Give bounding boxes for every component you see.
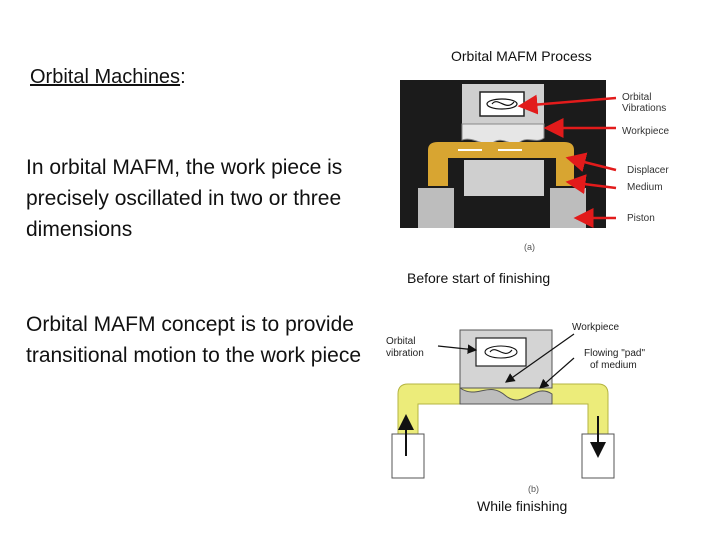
- figure-b-sublabel: (b): [528, 484, 539, 494]
- paragraph-orbital-oscillation: In orbital MAFM, the work piece is preci…: [26, 156, 343, 241]
- left-piston-b: [391, 433, 425, 479]
- label-orbital: Orbital: [622, 92, 651, 103]
- label-piston: Piston: [627, 213, 655, 224]
- paragraph-concept: Orbital MAFM concept is to provide trans…: [26, 313, 362, 367]
- medium-channel: [428, 142, 574, 186]
- displacer-block: [464, 160, 544, 196]
- right-piston: [550, 188, 586, 228]
- label-b-orbital: Orbital: [386, 336, 415, 347]
- label-vibrations: Vibrations: [622, 103, 666, 114]
- heading-colon: :: [180, 66, 186, 88]
- label-b-workpiece: Workpiece: [572, 322, 619, 333]
- workpiece-surface: [459, 387, 553, 405]
- label-medium: Medium: [627, 182, 663, 193]
- figure-b-diagram: Orbital vibration Workpiece Flowing "pad…: [386, 322, 645, 494]
- orbital-vibration-box-b: [475, 337, 527, 367]
- orbital-ellipse-icon: [486, 98, 518, 110]
- figure-a-title: Orbital MAFM Process: [451, 48, 592, 64]
- figure-a-caption: Before start of finishing: [407, 270, 551, 286]
- label-b-medium: of medium: [590, 360, 637, 371]
- pointer-workpiece: [505, 333, 575, 383]
- label-displacer: Displacer: [627, 165, 669, 176]
- arrow-medium: [565, 174, 617, 195]
- arrow-displacer: [565, 152, 617, 172]
- figure-a-sublabel: (a): [524, 242, 535, 252]
- pointer-pad: [539, 357, 575, 389]
- figure-a-diagram: Orbital Vibrations Workpiece Displacer M…: [400, 80, 669, 252]
- arrow-orbital: [517, 94, 617, 115]
- slide-heading: Orbital Machines:: [30, 66, 186, 89]
- left-piston: [418, 188, 454, 228]
- orbital-ellipse-icon-b: [484, 345, 518, 359]
- figure-b-caption: While finishing: [477, 498, 568, 514]
- label-b-pad: Flowing "pad": [584, 348, 645, 359]
- heading-text: Orbital Machines: [30, 66, 181, 88]
- label-workpiece: Workpiece: [622, 126, 669, 137]
- label-b-vibration: vibration: [386, 348, 424, 359]
- pointer-orbital: [437, 344, 478, 354]
